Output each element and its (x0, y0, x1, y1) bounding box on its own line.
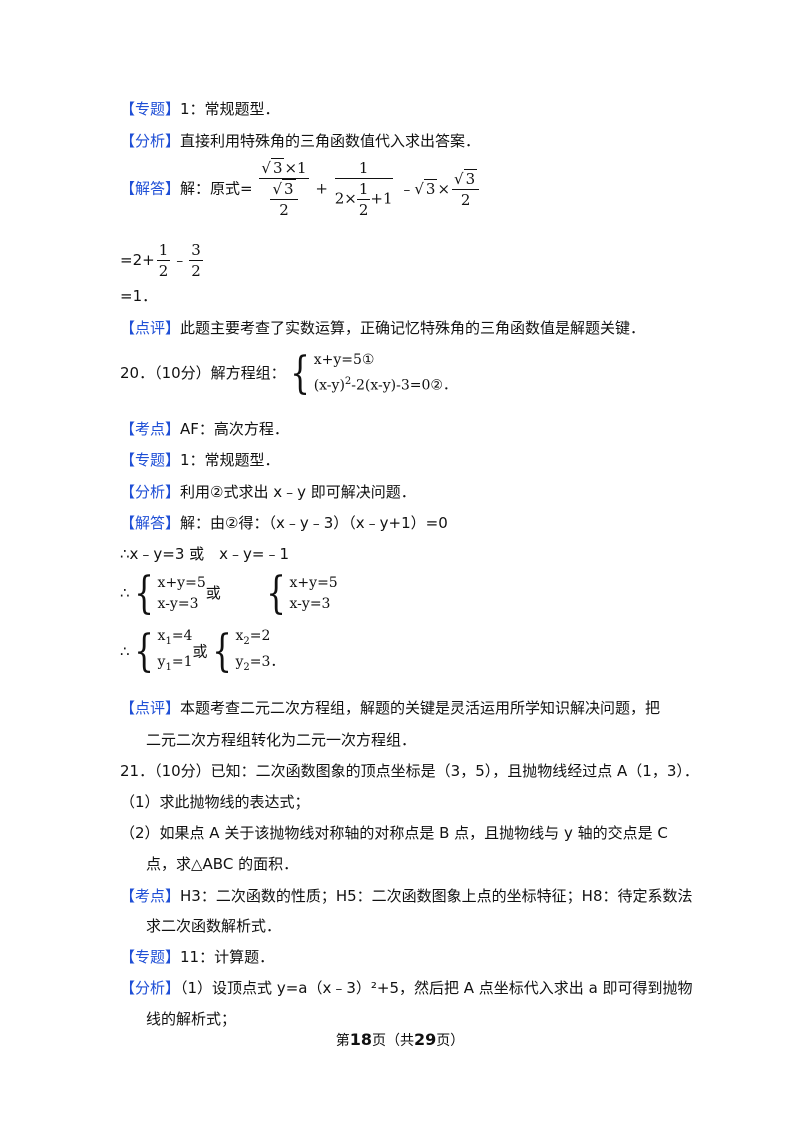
q20-kaodian: 【考点】AF：高次方程． (120, 420, 289, 438)
q20-fenxi: 【分析】利用②式求出 x﹣y 即可解决问题． (120, 483, 416, 501)
jieda-prefix: 解：原式= (180, 179, 253, 198)
zhuanti-tag: 【专题】 (120, 100, 181, 118)
q19-step3: =1． (120, 287, 158, 305)
q20-dianping: 【点评】本题考查二元二次方程组，解题的关键是灵活运用所学知识解决问题，把 (120, 699, 661, 717)
q21-part2b: 点，求△ABC 的面积． (146, 855, 299, 873)
q19-analysis: 【分析】直接利用特殊角的三角函数值代入求出答案． (120, 130, 480, 152)
q20-zhuanti: 【专题】1：常规题型． (120, 451, 280, 469)
fenxi-tag: 【分析】 (120, 132, 181, 150)
page-total: 29 (414, 1030, 437, 1049)
dianping-text: 此题主要考查了实数运算，正确记忆特殊角的三角函数值是解题关键． (180, 319, 646, 337)
q19-comment: 【点评】此题主要考查了实数运算，正确记忆特殊角的三角函数值是解题关键． (120, 317, 645, 339)
q20-jieda: 【解答】解：由②得：（x﹣y﹣3）（x﹣y+1）=0 (120, 514, 448, 532)
q21-title: 21．（10分）已知：二次函数图象的顶点坐标是（3，5），且抛物线经过点 A（1… (120, 762, 699, 780)
q20-therefore: ∴x﹣y=3 或 x﹣y=﹣1 (120, 545, 290, 563)
equation-system: x+y=5① (x-y)2-2(x-y)-3=0②． (313, 352, 457, 394)
jieda-tag: 【解答】 (120, 179, 181, 198)
zhuanti-text: 1：常规题型． (180, 100, 280, 118)
q20-dianping-2: 二元二次方程组转化为二元一次方程组． (146, 731, 417, 749)
q21-zhuanti: 【专题】11：计算题． (120, 948, 275, 966)
page-footer: 第18页（共29页） (335, 1030, 465, 1049)
q21-fenxi: 【分析】（1）设顶点式 y=a（x﹣3）²+5，然后把 A 点坐标代入求出 a … (120, 979, 693, 997)
dianping-tag: 【点评】 (120, 319, 181, 337)
q21-kaodian: 【考点】H3：二次函数的性质；H5：二次函数图象上点的坐标特征；H8：待定系数法 (120, 887, 693, 905)
q21-kaodian-2: 求二次函数解析式． (146, 917, 282, 935)
fenxi-text: 直接利用特殊角的三角函数值代入求出答案． (180, 132, 481, 150)
q21-part2a: （2）如果点 A 关于该抛物线对称轴的对称点是 B 点，且抛物线与 y 轴的交点… (120, 824, 668, 842)
q21-part1: （1）求此抛物线的表达式； (120, 793, 310, 811)
q19-topic: 【专题】1：常规题型． (120, 98, 280, 120)
q20-solutions: ∴{ x1=4 y1=1 或{ x2=2 y2=3． (120, 625, 285, 677)
q20-title: 20．（10分）解方程组：{ x+y=5① (x-y)2-2(x-y)-3=0②… (120, 347, 457, 399)
q21-fenxi-2: 线的解析式； (146, 1010, 237, 1028)
page-number: 18 (349, 1030, 372, 1049)
